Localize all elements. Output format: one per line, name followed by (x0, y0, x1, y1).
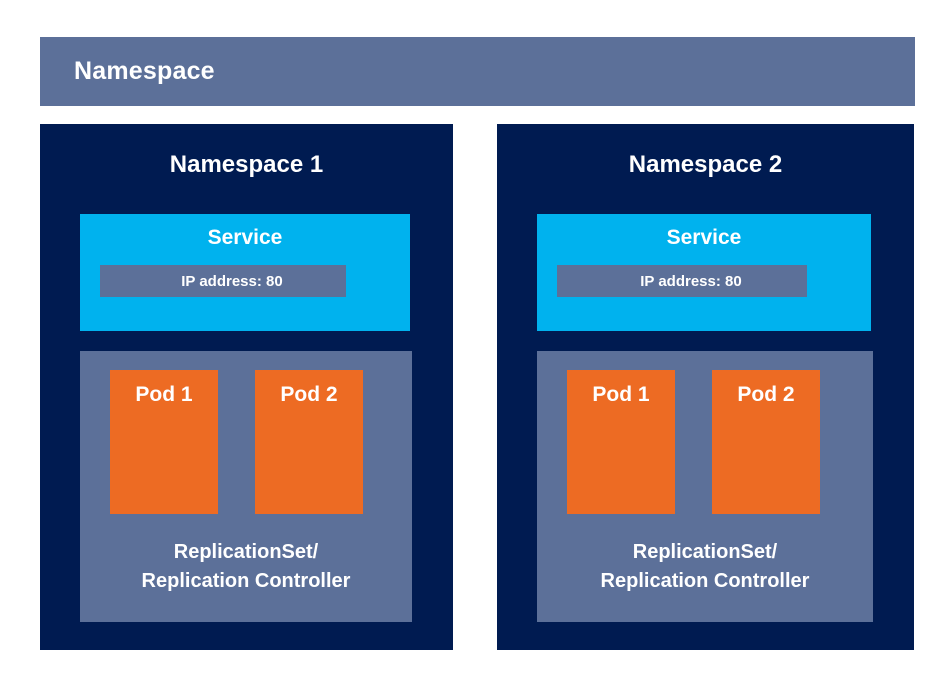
service-ip-chip-1: IP address: 80 (100, 265, 346, 297)
replicationset-caption-line2-1: Replication Controller (141, 570, 351, 592)
service-ip-chip-2: IP address: 80 (557, 265, 807, 297)
service-title-2: Service (666, 226, 742, 249)
pod-box-2-1: Pod 1 (567, 370, 675, 514)
pods-row-2: Pod 1 Pod 2 (567, 370, 820, 514)
namespace-banner: Namespace (40, 37, 915, 106)
pod-label-1-2: Pod 2 (280, 383, 338, 406)
pod-label-2-2: Pod 2 (737, 383, 795, 406)
namespace-title-2: Namespace 2 (628, 151, 783, 178)
namespace-container-1: Namespace 1 Service IP address: 80 Pod 1… (40, 124, 453, 650)
service-title-1: Service (207, 226, 283, 249)
replicationset-box-1: Pod 1 Pod 2 ReplicationSet/ Replication … (80, 351, 412, 622)
namespace-container-2: Namespace 2 Service IP address: 80 Pod 1… (497, 124, 914, 650)
replicationset-caption-line2-2: Replication Controller (600, 570, 810, 592)
pods-row-1: Pod 1 Pod 2 (110, 370, 363, 514)
pod-box-1-2: Pod 2 (255, 370, 363, 514)
service-ip-label-2: IP address: 80 (640, 272, 742, 290)
banner-title: Namespace (74, 57, 215, 85)
pod-box-2-2: Pod 2 (712, 370, 820, 514)
replicationset-caption-1: ReplicationSet/ Replication Controller (80, 538, 412, 596)
pod-label-2-1: Pod 1 (592, 383, 650, 406)
replicationset-box-2: Pod 1 Pod 2 ReplicationSet/ Replication … (537, 351, 873, 622)
service-box-1: Service IP address: 80 (80, 214, 410, 331)
service-box-2: Service IP address: 80 (537, 214, 871, 331)
pod-label-1-1: Pod 1 (135, 383, 193, 406)
replicationset-caption-line1-2: ReplicationSet/ (632, 541, 778, 563)
replicationset-caption-line1-1: ReplicationSet/ (173, 541, 319, 563)
pod-box-1-1: Pod 1 (110, 370, 218, 514)
namespace-title-1: Namespace 1 (169, 151, 324, 178)
replicationset-caption-2: ReplicationSet/ Replication Controller (537, 538, 873, 596)
service-ip-label-1: IP address: 80 (181, 272, 283, 290)
